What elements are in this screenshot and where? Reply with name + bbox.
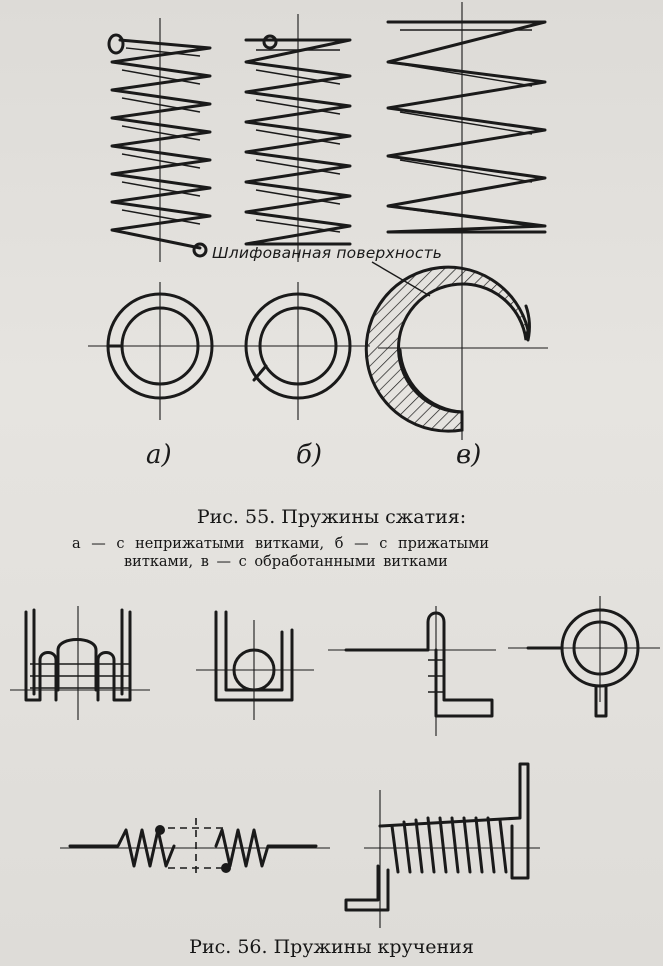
figure-55-caption: Рис. 55. Пружины сжатия: — [196, 506, 467, 528]
torsion-spring-1 — [10, 606, 150, 720]
sublabel-a: а) — [146, 440, 172, 470]
torsion-spring-6 — [344, 762, 540, 928]
torsion-spring-3 — [328, 606, 496, 736]
torsion-spring-2 — [196, 610, 314, 720]
spring-a-wire-end-top — [107, 33, 125, 55]
spring-a-coil-inner — [121, 47, 201, 225]
spring-c-coil — [386, 20, 547, 234]
spring-a-side-view — [107, 18, 212, 262]
spring-c-coil-inner — [399, 29, 533, 227]
spring-c-side-view — [386, 2, 547, 440]
ground-surface-annotation: Шлифованная поверхность — [212, 244, 443, 262]
figure-55-legend-line-2: витками, в — с обработанными витками — [124, 554, 448, 570]
spring-b-end-view — [226, 282, 370, 420]
spring-b-side-view — [244, 14, 352, 262]
spring-c-ground-surface-hatched — [364, 265, 530, 433]
torsion-spring-5 — [60, 818, 330, 878]
spring-a-coil — [110, 38, 212, 250]
torsion-spring-4 — [508, 596, 660, 718]
figure-56-caption: Рис. 56. Пружины кручения — [189, 936, 474, 958]
spring-b-wire-end — [262, 34, 278, 50]
spring-a-end-view — [88, 282, 232, 420]
sublabel-c: в) — [456, 440, 482, 470]
sublabel-b: б) — [296, 440, 323, 470]
spring-a-wire-end-bottom — [192, 242, 208, 258]
figure-55-legend-line-1: а — с неприжатыми витками, б — с прижаты… — [72, 536, 490, 552]
spring-c-end-view — [364, 265, 548, 433]
